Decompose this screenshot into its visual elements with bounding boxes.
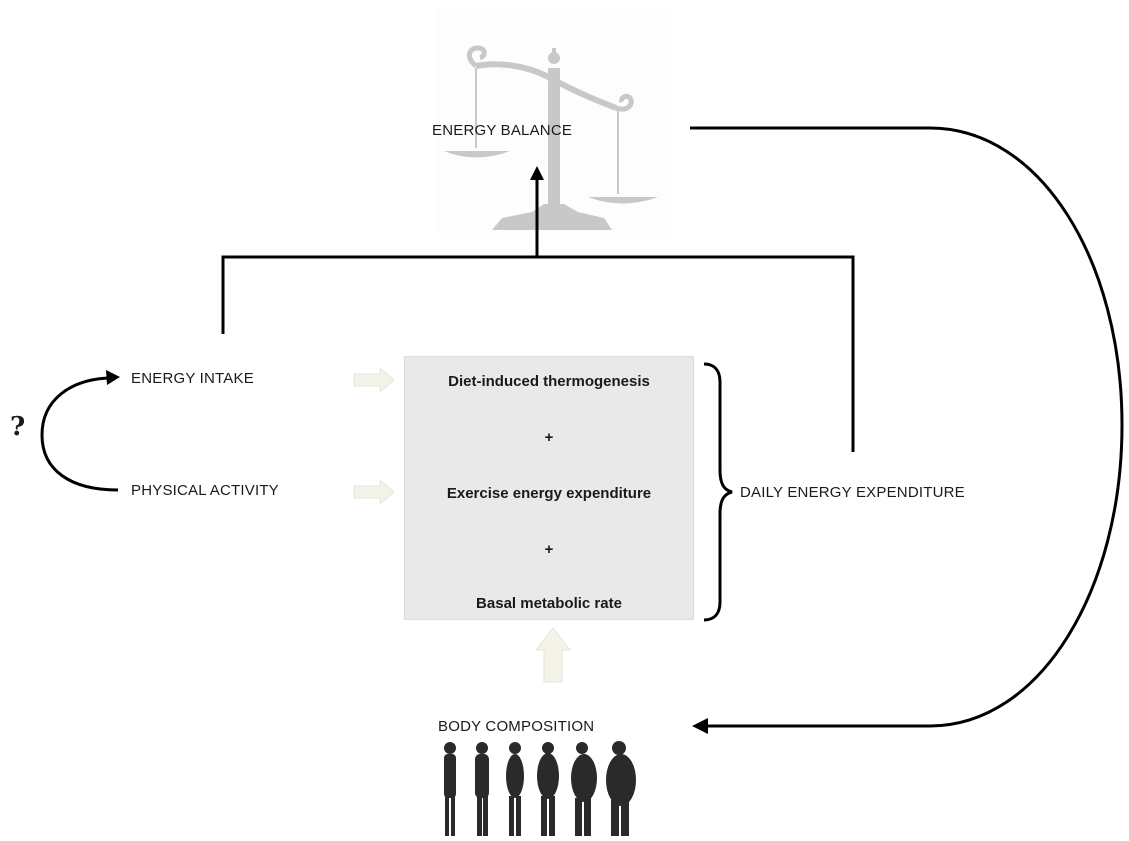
arrow-up-to-energy-balance: [530, 166, 544, 180]
hollow-arrow-body: [534, 627, 572, 683]
intake-activity-curve: [40, 370, 120, 492]
daily-energy-expenditure-label: DAILY ENERGY EXPENDITURE: [740, 484, 965, 501]
dit-label: Diet-induced thermogenesis: [448, 373, 650, 390]
feedback-loop-arrow: [690, 126, 1124, 734]
arrow-to-energy-intake: [106, 370, 120, 385]
physical-activity-label: PHYSICAL ACTIVITY: [131, 482, 279, 499]
balance-scale-icon: [436, 8, 672, 234]
hollow-arrow-intake: [353, 366, 395, 394]
plus-sign-2: +: [544, 541, 554, 558]
expenditure-components-box: Diet-induced thermogenesis + Exercise en…: [404, 356, 694, 620]
arrow-to-body-composition: [692, 718, 708, 734]
eee-label: Exercise energy expenditure: [446, 485, 652, 502]
bmr-label: Basal metabolic rate: [476, 595, 622, 612]
body-silhouettes-icon: [444, 741, 636, 836]
energy-intake-label: ENERGY INTAKE: [131, 370, 254, 387]
question-mark: ?: [10, 412, 26, 442]
curly-brace: [703, 362, 733, 622]
hollow-arrow-activity: [353, 478, 395, 506]
energy-balance-label: ENERGY BALANCE: [432, 122, 573, 139]
plus-sign-1: +: [544, 429, 554, 446]
body-composition-label: BODY COMPOSITION: [438, 718, 595, 735]
bracket-to-energy-balance: [221, 166, 855, 452]
